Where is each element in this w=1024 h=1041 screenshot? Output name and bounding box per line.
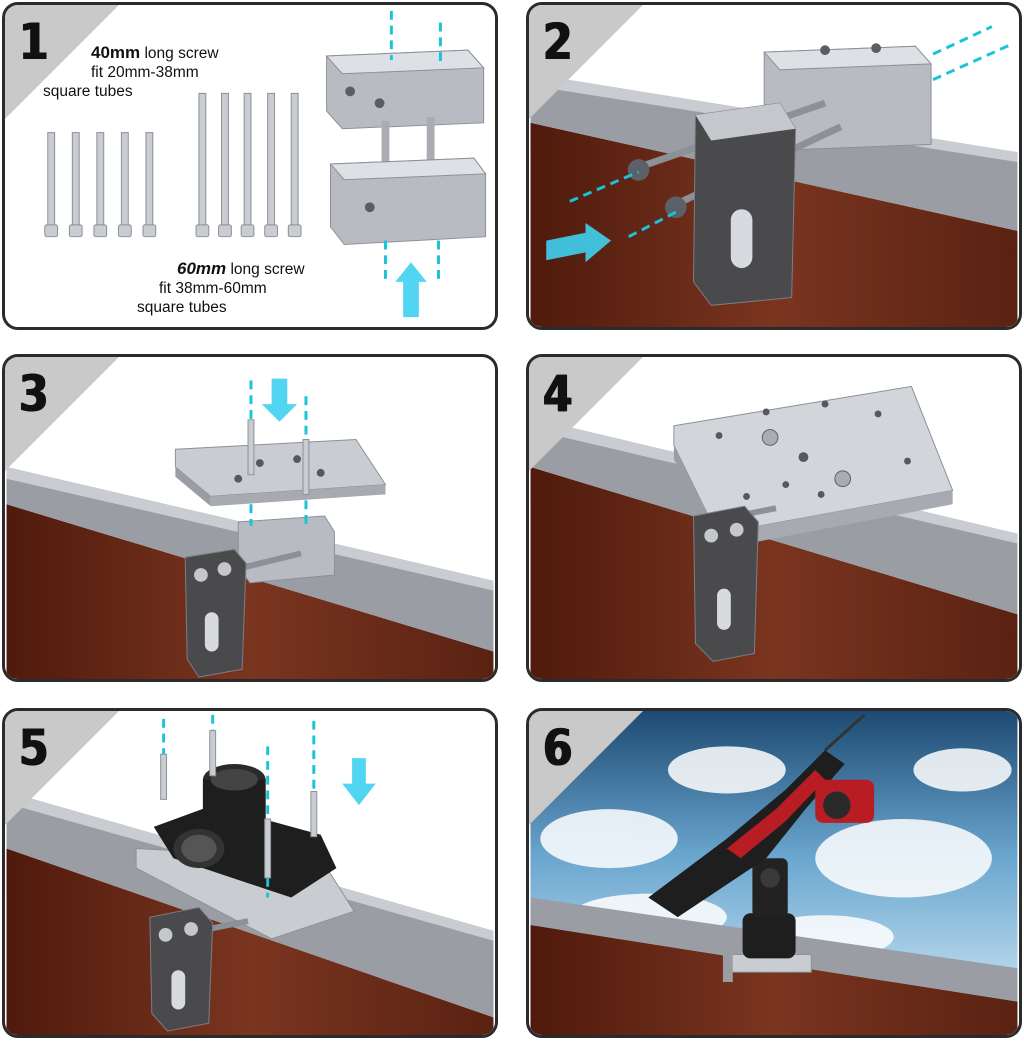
long-screw-length: 60mm: [177, 259, 227, 278]
down-arrow-icon: [342, 758, 376, 806]
short-screws: [44, 132, 157, 238]
step-number: 2: [543, 13, 573, 71]
long-screw-fit: fit 38mm-60mm: [159, 280, 267, 297]
step-4-panel: 4: [526, 354, 1022, 682]
step-3-illustration: [6, 378, 494, 679]
short-screw-length: 40mm: [91, 43, 141, 62]
long-screws: [195, 92, 302, 238]
step-5-illustration: [6, 714, 494, 1035]
step-2-panel: 2: [526, 2, 1022, 330]
short-screw-tubes: square tubes: [43, 83, 133, 100]
step-number: 1: [19, 13, 49, 71]
up-arrow-icon: [395, 262, 427, 318]
short-screw-fit: fit 20mm-38mm: [91, 64, 199, 81]
step-1-panel: 1 40mm long screw fit 20mm-38mm square t…: [2, 2, 498, 330]
down-arrow-icon: [261, 378, 298, 422]
step-3-panel: 3: [2, 354, 498, 682]
short-screw-label: long screw: [144, 45, 219, 62]
long-screw-note: 60mm long screw fit 38mm-60mm square tub…: [137, 259, 305, 317]
rod-holder: [648, 713, 875, 982]
step-number: 6: [543, 719, 573, 777]
step-4-illustration: [530, 385, 1018, 679]
clamp-assembly: [174, 419, 387, 678]
right-arrow-icon: [546, 222, 612, 263]
wood-wall: [530, 466, 1018, 679]
rod-holder-base-assembly: [135, 730, 355, 1032]
step-number: 5: [19, 719, 49, 777]
mount-plate-assembly: [673, 385, 954, 662]
wood-wall: [6, 504, 494, 679]
step-number: 4: [543, 365, 573, 423]
clamp-assembly: [627, 43, 933, 306]
guide-lines: [249, 380, 308, 526]
guide-lines: [569, 25, 1013, 238]
clamp-blocks: [325, 49, 487, 246]
step-6-panel: 6: [526, 708, 1022, 1038]
long-screw-tubes: square tubes: [137, 299, 227, 316]
wave-foam: [540, 746, 1012, 959]
step-2-illustration: [530, 5, 1018, 327]
step-6-illustration: [530, 711, 1018, 1035]
guide-lines: [384, 10, 442, 280]
short-screw-note: 40mm long screw fit 20mm-38mm square tub…: [43, 43, 219, 101]
step-5-panel: 5: [2, 708, 498, 1038]
wood-wall: [530, 925, 1018, 1035]
long-screw-label: long screw: [230, 261, 305, 278]
step-number: 3: [19, 365, 49, 423]
step-1-illustration: [44, 10, 487, 318]
wood-wall: [6, 848, 494, 1035]
